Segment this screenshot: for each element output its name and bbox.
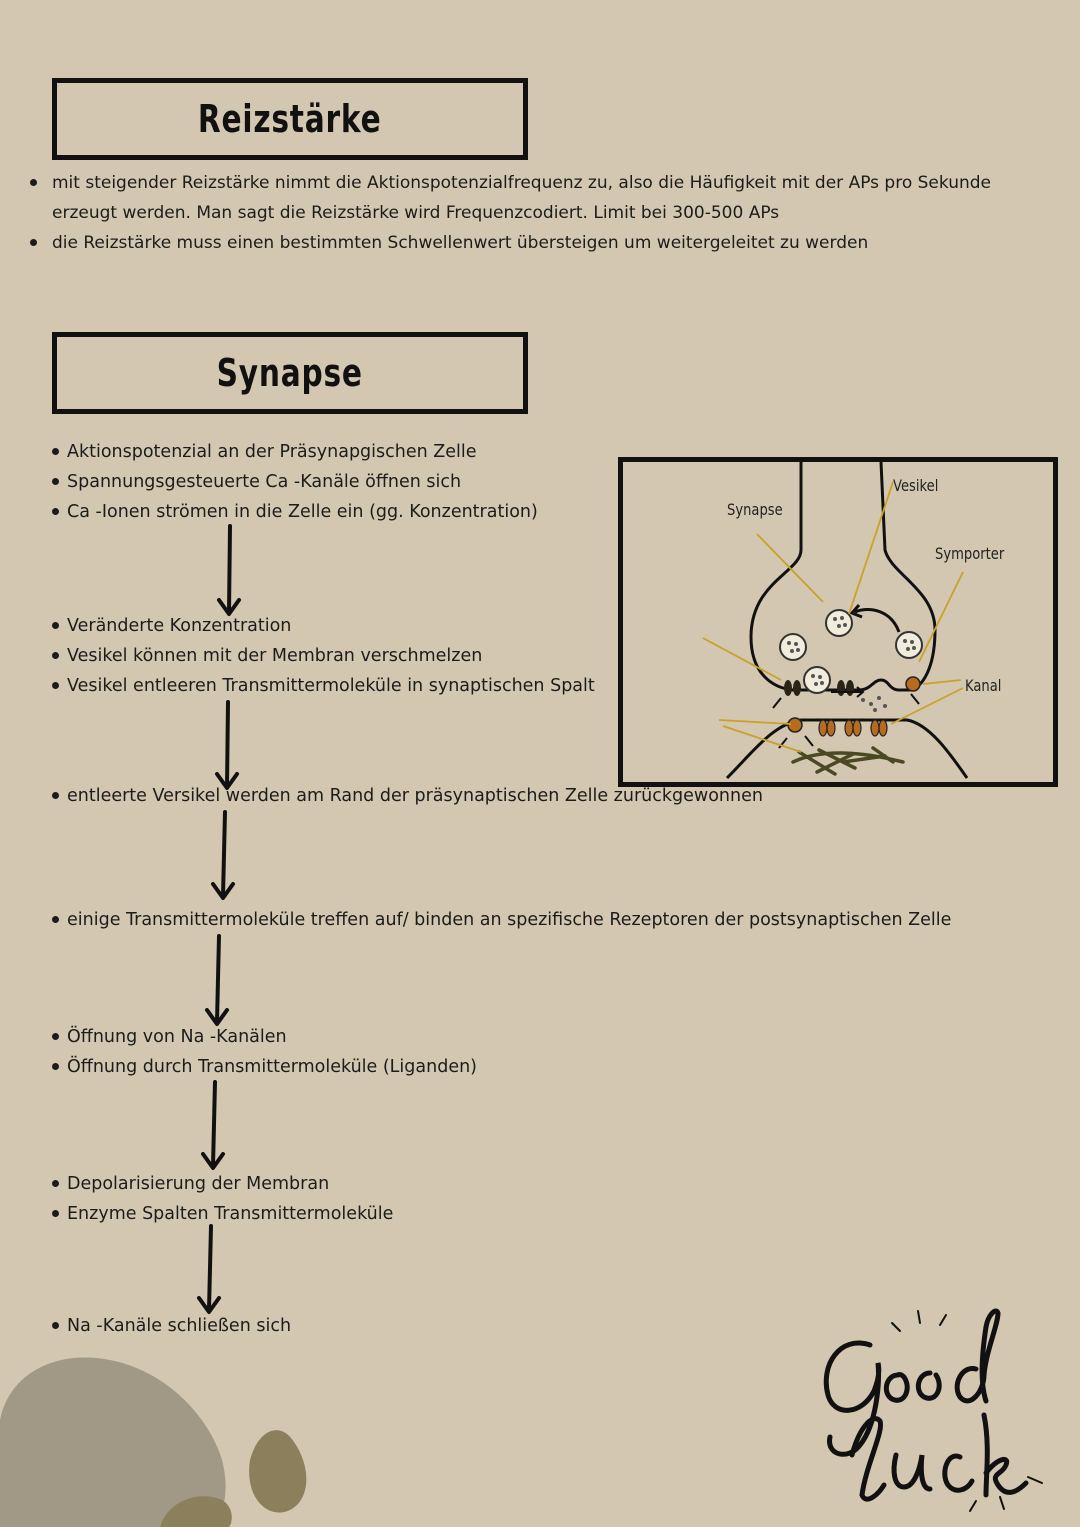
synapse-title: Synapse bbox=[216, 351, 364, 395]
step-item: Öffnung durch Transmittermoleküle (Ligan… bbox=[50, 1052, 477, 1082]
recycle-arrow-icon bbox=[854, 608, 901, 633]
step-item: Vesikel können mit der Membran verschmel… bbox=[50, 641, 595, 671]
decorative-blob-icon bbox=[0, 1357, 307, 1527]
reizstaerke-bullets: mit steigender Reizstärke nimmt die Akti… bbox=[30, 168, 1050, 258]
step-group-3: entleerte Versikel werden am Rand der pr… bbox=[50, 781, 763, 811]
step-item: einige Transmittermoleküle treffen auf/ … bbox=[50, 905, 951, 935]
down-arrow-icon bbox=[211, 810, 235, 900]
dendrite-strands-icon bbox=[791, 746, 905, 776]
label-synapse: Synapse bbox=[727, 500, 783, 519]
postsynaptic-membrane bbox=[725, 718, 969, 780]
good-luck-lettering-icon bbox=[823, 1308, 1043, 1512]
step-group-5: Öffnung von Na -Kanälen Öffnung durch Tr… bbox=[50, 1022, 477, 1082]
step-item: Vesikel entleeren Transmittermoleküle in… bbox=[50, 671, 595, 701]
presynaptic-membrane bbox=[749, 462, 937, 692]
step-item: Na -Kanäle schließen sich bbox=[50, 1311, 291, 1341]
step-item: Veränderte Konzentration bbox=[50, 611, 595, 641]
reizstaerke-bullet: die Reizstärke muss einen bestimmten Sch… bbox=[30, 228, 1050, 258]
step-item: Aktionspotenzial an der Präsynapgischen … bbox=[50, 437, 538, 467]
symporter-icon bbox=[905, 676, 921, 692]
label-vesikel: Vesikel bbox=[893, 476, 939, 495]
receptor-icon bbox=[818, 719, 888, 737]
down-arrow-icon bbox=[205, 934, 229, 1026]
reizstaerke-bullet: mit steigender Reizstärke nimmt die Akti… bbox=[30, 168, 1050, 228]
down-arrow-icon bbox=[215, 700, 239, 790]
synapse-title-box: Synapse bbox=[52, 332, 528, 414]
step-item: Öffnung von Na -Kanälen bbox=[50, 1022, 477, 1052]
step-item: entleerte Versikel werden am Rand der pr… bbox=[50, 781, 763, 811]
label-symporter: Symporter bbox=[935, 544, 1005, 563]
down-arrow-icon bbox=[217, 524, 241, 616]
step-item: Enzyme Spalten Transmittermoleküle bbox=[50, 1199, 393, 1229]
label-pointer-lines bbox=[702, 481, 964, 753]
reizstaerke-title: Reizstärke bbox=[198, 97, 382, 141]
step-item: Depolarisierung der Membran bbox=[50, 1169, 393, 1199]
flow-arrow-icon bbox=[772, 686, 920, 749]
vesicle-icon bbox=[779, 609, 923, 694]
down-arrow-icon bbox=[201, 1080, 225, 1170]
step-group-2: Veränderte Konzentration Vesikel können … bbox=[50, 611, 595, 701]
step-group-7: Na -Kanäle schließen sich bbox=[50, 1311, 291, 1341]
synapse-diagram: Synapse Vesikel Symporter Kanal bbox=[618, 457, 1058, 787]
step-item: Ca -Ionen strömen in die Zelle ein (gg. … bbox=[50, 497, 538, 527]
down-arrow-icon bbox=[197, 1224, 221, 1314]
channel-icon bbox=[787, 717, 803, 733]
step-item: Spannungsgesteuerte Ca -Kanäle öffnen si… bbox=[50, 467, 538, 497]
label-kanal: Kanal bbox=[965, 676, 1002, 695]
synapse-illustration bbox=[702, 462, 969, 780]
transmitter-dots-icon bbox=[787, 616, 916, 712]
step-group-1: Aktionspotenzial an der Präsynapgischen … bbox=[50, 437, 538, 527]
step-group-4: einige Transmittermoleküle treffen auf/ … bbox=[50, 905, 951, 935]
step-group-6: Depolarisierung der Membran Enzyme Spalt… bbox=[50, 1169, 393, 1229]
reizstaerke-title-box: Reizstärke bbox=[52, 78, 528, 160]
